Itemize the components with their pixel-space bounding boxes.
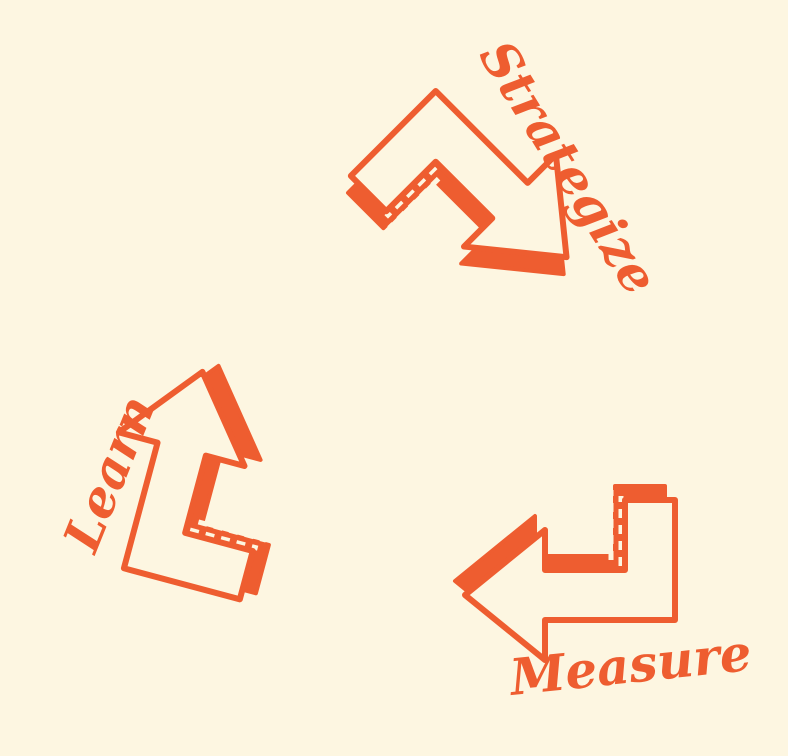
cycle-diagram: Strategize Measure Learn xyxy=(51,30,754,707)
cycle-canvas: Strategize Measure Learn xyxy=(51,30,754,707)
